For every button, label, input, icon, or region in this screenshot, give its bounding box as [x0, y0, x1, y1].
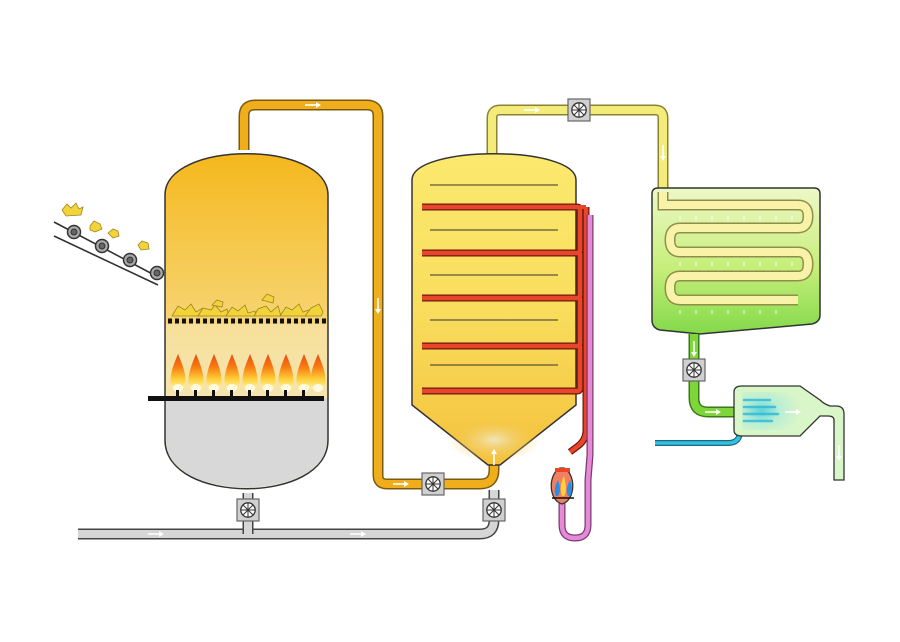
conveyor-roller-icon: [94, 238, 110, 254]
bottom-air-line: [78, 490, 500, 540]
mixer-chamber: [733, 385, 845, 481]
fan-icon: [482, 498, 506, 522]
conveyor-roller-icon: [122, 252, 138, 268]
reactor-vessel: [411, 153, 590, 466]
burner-bar: [148, 396, 324, 401]
flames: [166, 324, 327, 398]
fan-icon: [236, 498, 260, 522]
fan-icon: [421, 472, 445, 496]
heater-burner: [550, 215, 594, 542]
gas-pipe-1: [238, 99, 500, 490]
gasifier-vessel: [148, 153, 329, 490]
fuel-bed: [171, 293, 324, 317]
serpentine-coil: [657, 192, 814, 314]
condenser-tank: [651, 187, 821, 335]
feed-conveyor: [53, 202, 165, 286]
fan-icon: [682, 358, 706, 382]
conveyor-roller-icon: [149, 265, 165, 281]
heating-coils: [422, 203, 590, 455]
conveyor-roller-icon: [66, 224, 82, 240]
fan-icon: [567, 98, 591, 122]
condensate-line: [688, 334, 734, 418]
ash-chamber: [166, 398, 327, 488]
